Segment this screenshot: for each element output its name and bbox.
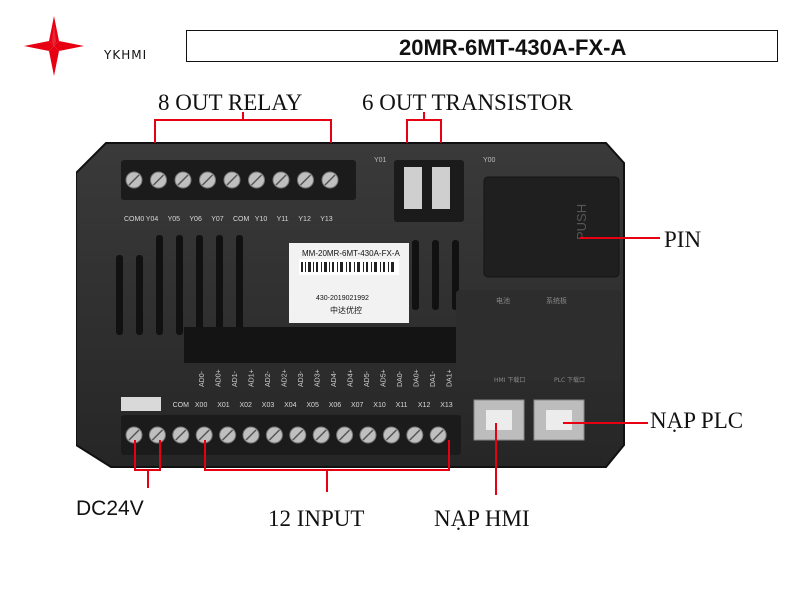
top-terminal-label: Y10 <box>255 216 268 223</box>
bottom-terminal-label: X12 <box>418 402 431 409</box>
bottom-terminal-label: 0V <box>150 402 159 409</box>
top-terminal-label: COM <box>233 216 250 223</box>
analog-terminal-label: AD1- <box>232 370 239 387</box>
analog-terminal-label: AD0- <box>199 370 206 387</box>
bottom-terminal-label: X03 <box>262 402 275 409</box>
analog-terminal-label: DA1- <box>430 370 437 387</box>
analog-terminal-label: AD0+ <box>216 369 223 387</box>
brand-logo <box>24 16 84 76</box>
bottom-terminal-label: COM <box>173 402 190 409</box>
system-label: 系统板 <box>546 296 567 305</box>
model-title-box: 20MR-6MT-430A-FX-A <box>186 30 778 62</box>
bottom-terminal-label: X10 <box>373 402 386 409</box>
bottom-terminal-label: X00 <box>195 402 208 409</box>
bottom-terminal-label: X07 <box>351 402 364 409</box>
bottom-terminal-label: X11 <box>396 402 408 409</box>
analog-terminal-label: AD2- <box>265 370 272 387</box>
top-terminal-label: Y12 <box>298 216 311 223</box>
analog-terminal-label: AD2+ <box>282 369 289 387</box>
top-terminal-label: COM0 <box>124 216 144 223</box>
hmi-port-label: HMI 下载口 <box>494 376 525 384</box>
power-label: DC24V <box>76 497 144 520</box>
analog-terminal-label: AD1+ <box>249 369 256 387</box>
top-terminal-label: Y04 <box>146 216 159 223</box>
analog-terminal-label: AD4- <box>331 370 338 387</box>
analog-terminal-label: DA0- <box>397 370 404 387</box>
plc-port-label: PLC 下载口 <box>554 376 585 384</box>
analog-terminal-label: AD4+ <box>348 369 355 387</box>
bottom-terminal-label: X01 <box>217 402 230 409</box>
sticker-model: MM-20MR-6MT-430A-FX-A <box>302 249 400 258</box>
top-terminal-label: Y13 <box>320 216 333 223</box>
analog-terminal-label: AD3+ <box>315 369 322 387</box>
hmi-port-callout: NẠP HMI <box>434 506 530 531</box>
top-terminal-label: Y05 <box>168 216 181 223</box>
plc-device: PUSH Y01 Y00 MM-20MR-6MT-430A-FX-A 430-2… <box>76 142 625 468</box>
top-terminal-label: Y11 <box>277 216 289 223</box>
bottom-terminal-label: X06 <box>329 402 342 409</box>
bottom-terminal-label: X13 <box>440 402 453 409</box>
analog-terminal-label: DA1+ <box>447 369 454 387</box>
pin-label: PIN <box>664 227 702 252</box>
bottom-terminal-label: X04 <box>284 402 297 409</box>
y00-label: Y00 <box>483 157 496 164</box>
brand-name: YKHMI <box>104 48 148 62</box>
sticker-serial: 430-2019021992 <box>316 295 369 302</box>
top-terminal-label: Y06 <box>189 216 202 223</box>
plc-port-callout: NẠP PLC <box>650 408 744 433</box>
battery-label: 电池 <box>496 296 510 305</box>
y01-label: Y01 <box>374 157 387 164</box>
bottom-terminal-label: X05 <box>306 402 319 409</box>
top-terminal-label: Y07 <box>211 216 224 223</box>
input-label: 12 INPUT <box>268 506 365 531</box>
transistor-label: 6 OUT TRANSISTOR <box>362 90 573 115</box>
model-title: 20MR-6MT-430A-FX-A <box>399 35 627 60</box>
analog-terminal-label: DA0+ <box>414 369 421 387</box>
bottom-terminal-label: 24V <box>128 402 141 409</box>
sticker-brand: 中达优控 <box>330 305 362 315</box>
relay-label: 8 OUT RELAY <box>158 90 303 115</box>
analog-terminal-label: AD3- <box>298 370 305 387</box>
analog-terminal-label: AD5- <box>364 370 371 387</box>
push-text: PUSH <box>574 204 589 240</box>
analog-terminal-label: AD5+ <box>381 369 388 387</box>
bottom-terminal-label: X02 <box>240 402 253 409</box>
